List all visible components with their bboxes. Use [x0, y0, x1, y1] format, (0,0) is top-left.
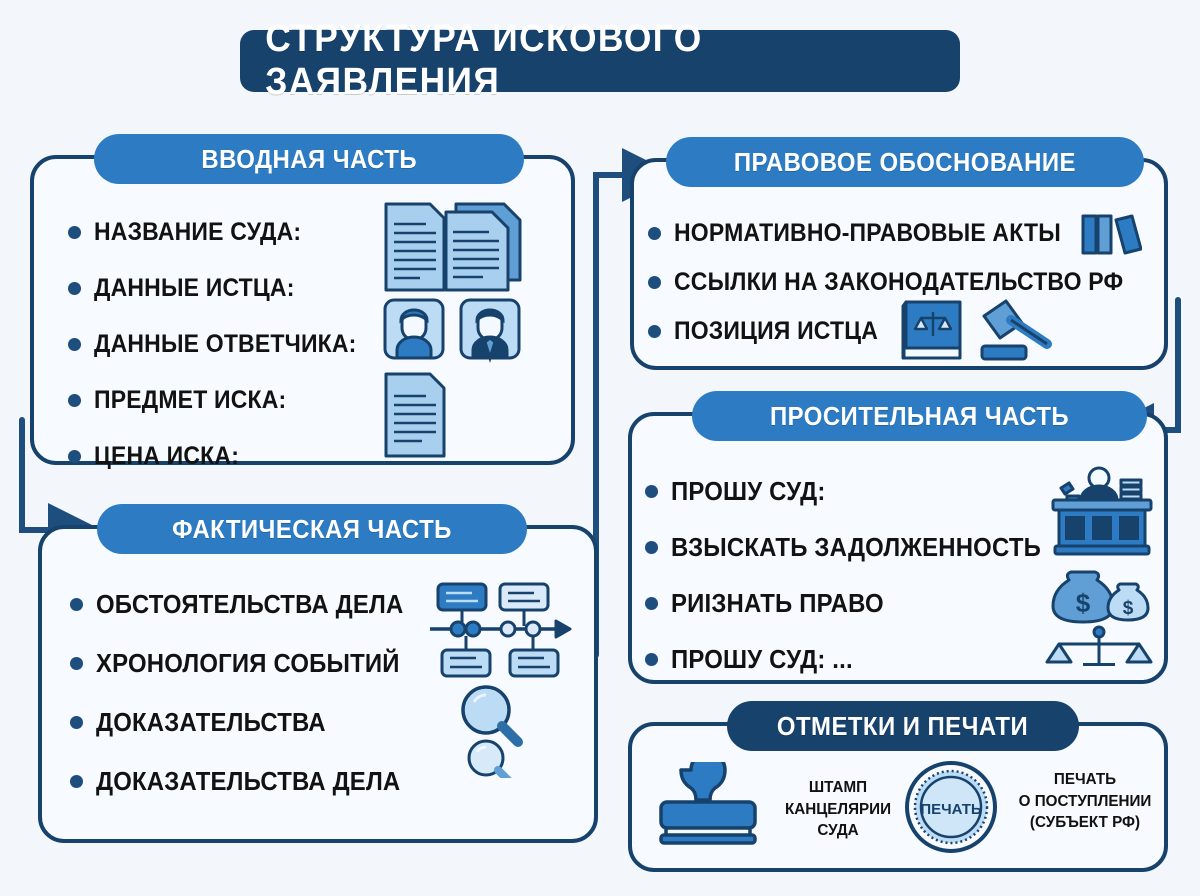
gavel-icon [980, 299, 1052, 361]
list-item-label: ДОКАЗАТЕЛЬСТВА ДЕЛА [96, 766, 401, 796]
seal-caption-line3: (СУБЪЕКТ РФ) [1029, 814, 1141, 832]
rubber-stamp-icon [659, 762, 757, 845]
plaintiff-avatar-icon [383, 298, 445, 360]
list-item: ДОКАЗАТЕЛЬСТВА ДЕЛА [70, 755, 430, 808]
list-item-label: ПРОШУ СУД: ... [671, 643, 853, 674]
list-item: НАЗВАНИЕ СУДА: [68, 208, 379, 256]
card-legal: ПРАВОВОЕ ОБОСНОВАНИЕ [630, 137, 1168, 370]
bullet-icon [70, 598, 83, 611]
section-header-legal: ПРАВОВОЕ ОБОСНОВАНИЕ [666, 137, 1144, 187]
list-item-label: ДАННЫЕ ОТВЕТЧИКА: [94, 329, 357, 358]
intro-icons [383, 202, 522, 458]
bullet-icon [68, 225, 81, 239]
list-item: ДАННЫЕ ОТВЕТЧИКА: [68, 320, 379, 368]
bullet-icon [648, 227, 661, 240]
intro-item-list: НАЗВАНИЕ СУДА: ДАННЫЕ ИСТЦА: ДАННЫЕ ОТВЕ… [68, 208, 379, 488]
list-item-label: НОРМАТИВНО-ПРАВОВЫЕ АКТЫ [674, 219, 1061, 247]
list-item: ССЫЛКИ НА ЗАКОНОДАТЕЛЬСТВО РФ [648, 259, 1162, 306]
magnifier-large-icon [461, 685, 523, 747]
section-header-intro-label: ВВОДНАЯ ЧАСТЬ [201, 143, 417, 174]
facts-icons [430, 582, 572, 778]
page-title-text: СТРУКТУРА ИСКОВОГО ЗАЯВЛЕНИЯ [265, 18, 703, 103]
flowchart-icon [430, 582, 572, 678]
list-item-label: ССЫЛКИ НА ЗАКОНОДАТЕЛЬСТВО РФ [674, 268, 1124, 296]
svg-text:$: $ [1076, 588, 1091, 618]
list-item: ПОЗИЦИЯ ИСТЦА [648, 308, 1162, 355]
list-item: ПРЕДМЕТ ИСКА: [68, 376, 379, 424]
section-header-plea-label: ПРОСИТЕЛЬНАЯ ЧАСТЬ [769, 400, 1070, 431]
list-item: ДОКАЗАТЕЛЬСТВА [70, 696, 430, 749]
seal-caption: ПЕЧАТЬ О ПОСТУПЛЕНИИ (СУБЪЕКТ РФ) [1014, 769, 1157, 834]
list-item: ХРОНОЛОГИЯ СОБЫТИЙ [70, 637, 430, 690]
bullet-icon [645, 596, 658, 610]
list-item-label: ХРОНОЛОГИЯ СОБЫТИЙ [96, 648, 400, 678]
page-title: СТРУКТУРА ИСКОВОГО ЗАЯВЛЕНИЯ [240, 18, 960, 103]
section-header-plea: ПРОСИТЕЛЬНАЯ ЧАСТЬ [692, 391, 1147, 441]
documents-icon [384, 202, 522, 292]
round-seal-label: ПЕЧАТЬ [920, 801, 982, 818]
judge-bench-icon [1051, 466, 1153, 556]
round-seal-icon: ПЕЧАТЬ [905, 761, 997, 853]
bullet-icon [68, 281, 81, 295]
section-header-marks: ОТМЕТКИ И ПЕЧАТИ [727, 701, 1079, 751]
list-item: ПРОШУ СУД: [645, 465, 1073, 517]
bullet-icon [648, 276, 661, 289]
list-item-label: ДАННЫЕ ИСТЦА: [94, 273, 295, 302]
bullet-icon [68, 449, 81, 463]
law-books-icon [1081, 214, 1142, 255]
stamp-caption-line3: СУДА [817, 822, 859, 840]
card-facts: ФАКТИЧЕСКАЯ ЧАСТЬ [38, 504, 598, 843]
list-item-label: ПРОШУ СУД: [671, 475, 826, 506]
money-bags-icon: $ $ [1051, 570, 1150, 624]
card-marks: ОТМЕТКИ И ПЕЧАТИ [628, 701, 1168, 872]
seal-caption-line1: ПЕЧАТЬ [1053, 771, 1117, 788]
document-icon [384, 372, 446, 458]
bullet-icon [648, 325, 661, 338]
list-item: ПРОШУ СУД: ... [645, 633, 1073, 685]
stamp-caption-line2: КАНЦЕЛЯРИИ [784, 800, 892, 818]
list-item-label: НАЗВАНИЕ СУДА: [94, 217, 302, 246]
section-header-marks-label: ОТМЕТКИ И ПЕЧАТИ [777, 710, 1029, 741]
list-item-label: ДОКАЗАТЕЛЬСТВА [96, 707, 326, 737]
section-header-facts: ФАКТИЧЕСКАЯ ЧАСТЬ [97, 504, 527, 554]
defendant-avatar-icon [459, 298, 521, 364]
facts-item-list: ОБСТОЯТЕЛЬСТВА ДЕЛА ХРОНОЛОГИЯ СОБЫТИЙ Д… [70, 578, 430, 814]
stamp-caption-line1: ШТАМП [808, 779, 868, 796]
bullet-icon [70, 716, 83, 729]
stamp-caption: ШТАМП КАНЦЕЛЯРИИ СУДА [772, 777, 905, 842]
bullet-icon [645, 484, 658, 498]
list-item: ЦЕНА ИСКА: [68, 432, 379, 480]
list-item: НОРМАТИВНО-ПРАВОВЫЕ АКТЫ [648, 210, 1162, 257]
bullet-icon [645, 652, 658, 666]
magnifier-small-icon [467, 739, 512, 778]
bullet-icon [68, 393, 81, 407]
list-item: ДАННЫЕ ИСТЦА: [68, 264, 379, 312]
list-item: РИІЗНАТЬ ПРАВО [645, 577, 1073, 629]
section-header-facts-label: ФАКТИЧЕСКАЯ ЧАСТЬ [172, 513, 452, 544]
list-item-label: ОБСТОЯТЕЛЬСТВА ДЕЛА [96, 589, 404, 619]
list-item-label: ЦЕНА ИСКА: [94, 441, 240, 470]
scales-icon [1045, 625, 1153, 666]
bullet-icon [70, 657, 83, 670]
legal-item-list: НОРМАТИВНО-ПРАВОВЫЕ АКТЫ ССЫЛКИ НА ЗАКОН… [648, 210, 1162, 357]
list-item-label: ПРЕДМЕТ ИСКА: [94, 385, 287, 414]
list-item-label: ПОЗИЦИЯ ИСТЦА [674, 317, 879, 345]
list-item-label: ВЗЫСКАТЬ ЗАДОЛЖЕННОСТЬ [671, 531, 1042, 562]
bullet-icon [645, 540, 658, 554]
list-item: ВЗЫСКАТЬ ЗАДОЛЖЕННОСТЬ [645, 521, 1073, 573]
list-item: ОБСТОЯТЕЛЬСТВА ДЕЛА [70, 578, 430, 631]
section-header-intro: ВВОДНАЯ ЧАСТЬ [94, 134, 524, 184]
bullet-icon [70, 775, 83, 788]
law-book-scales-icon [901, 300, 962, 360]
seal-caption-line2: О ПОСТУПЛЕНИИ [1018, 792, 1152, 810]
bullet-icon [68, 337, 81, 351]
legal-book-gavel-icons [901, 299, 1052, 361]
svg-text:$: $ [1123, 598, 1134, 619]
section-header-legal-label: ПРАВОВОЕ ОБОСНОВАНИЕ [733, 146, 1077, 177]
list-item-label: РИІЗНАТЬ ПРАВО [671, 587, 884, 618]
plea-icons: $ $ [1045, 466, 1153, 666]
plea-item-list: ПРОШУ СУД: ВЗЫСКАТЬ ЗАДОЛЖЕННОСТЬ РИІЗНА… [645, 465, 1073, 689]
